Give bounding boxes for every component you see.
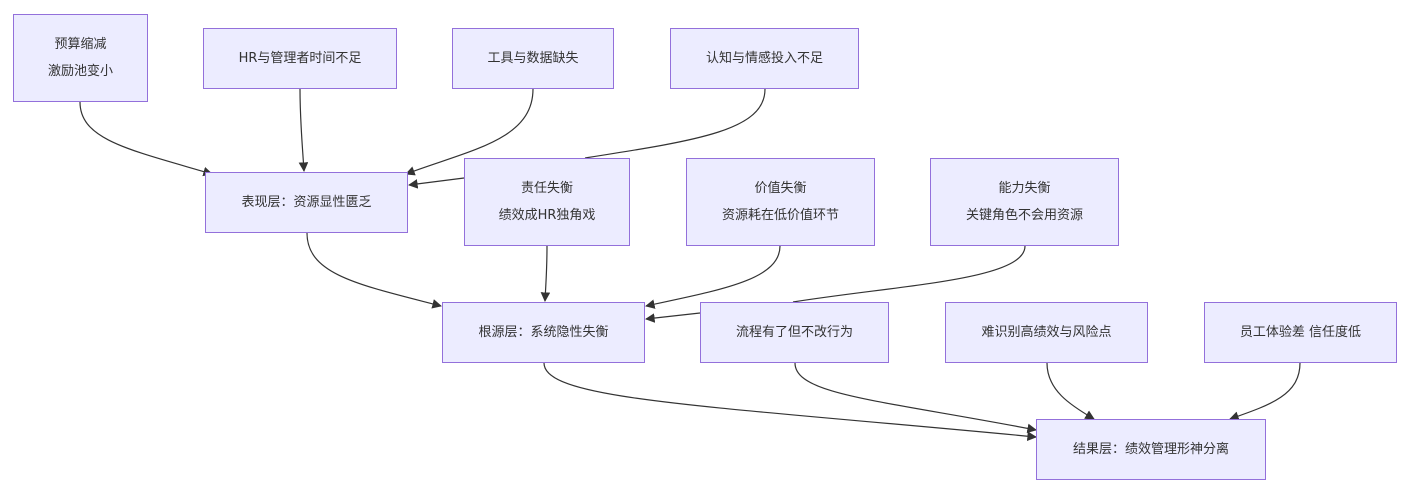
node-label: 员工体验差 信任度低 bbox=[1239, 325, 1362, 340]
edge-n12-n13 bbox=[1229, 362, 1301, 421]
edge-n9-n13 bbox=[543, 362, 1037, 441]
edge-n6-n9 bbox=[540, 245, 551, 302]
node-time-shortage[interactable]: HR与管理者时间不足 bbox=[203, 28, 397, 89]
node-label-line1: 价值失衡 bbox=[754, 181, 807, 196]
node-label-line1: 责任失衡 bbox=[520, 181, 573, 196]
node-label: 根源层：系统隐性失衡 bbox=[478, 325, 609, 340]
node-label: 表现层：资源显性匮乏 bbox=[241, 195, 372, 210]
node-hard-to-identify[interactable]: 难识别高绩效与风险点 bbox=[945, 302, 1148, 363]
node-label: 结果层：绩效管理形神分离 bbox=[1072, 442, 1229, 457]
edge-n2-n5 bbox=[298, 88, 309, 172]
node-label-line2: 资源耗在低价值环节 bbox=[721, 208, 839, 223]
node-label: 工具与数据缺失 bbox=[487, 51, 579, 66]
node-label: HR与管理者时间不足 bbox=[238, 51, 362, 66]
node-label-line2: 关键角色不会用资源 bbox=[965, 208, 1083, 223]
node-label: 难识别高绩效与风险点 bbox=[981, 325, 1112, 340]
edge-n4-n5 bbox=[409, 88, 766, 185]
node-poor-experience[interactable]: 员工体验差 信任度低 bbox=[1204, 302, 1397, 363]
edge-n1-n5 bbox=[79, 101, 213, 177]
node-tools-data-missing[interactable]: 工具与数据缺失 bbox=[452, 28, 614, 89]
node-budget-cut[interactable]: 预算缩减 激励池变小 bbox=[13, 14, 148, 102]
node-process-no-behavior-change[interactable]: 流程有了但不改行为 bbox=[700, 302, 889, 363]
node-result-layer[interactable]: 结果层：绩效管理形神分离 bbox=[1036, 419, 1266, 480]
node-responsibility-imbalance[interactable]: 责任失衡 绩效成HR独角戏 bbox=[464, 158, 630, 246]
edge-n8-n9 bbox=[646, 245, 1026, 319]
node-value-imbalance[interactable]: 价值失衡 资源耗在低价值环节 bbox=[686, 158, 875, 246]
edge-n5-n9 bbox=[306, 232, 442, 309]
node-root-layer[interactable]: 根源层：系统隐性失衡 bbox=[442, 302, 645, 363]
node-label-line1: 能力失衡 bbox=[998, 181, 1051, 196]
node-label-line1: 预算缩减 bbox=[54, 37, 107, 52]
node-label: 流程有了但不改行为 bbox=[735, 325, 853, 340]
node-cognitive-investment[interactable]: 认知与情感投入不足 bbox=[670, 28, 859, 89]
edge-n7-n9 bbox=[645, 245, 781, 309]
edge-n10-n13 bbox=[794, 362, 1037, 434]
edge-n3-n5 bbox=[405, 88, 534, 176]
node-label-line2: 绩效成HR独角戏 bbox=[498, 208, 596, 223]
edge-n11-n13 bbox=[1046, 362, 1095, 420]
node-capability-imbalance[interactable]: 能力失衡 关键角色不会用资源 bbox=[930, 158, 1119, 246]
node-surface-layer[interactable]: 表现层：资源显性匮乏 bbox=[205, 172, 408, 233]
node-label-line2: 激励池变小 bbox=[47, 64, 113, 79]
node-label: 认知与情感投入不足 bbox=[705, 51, 823, 66]
